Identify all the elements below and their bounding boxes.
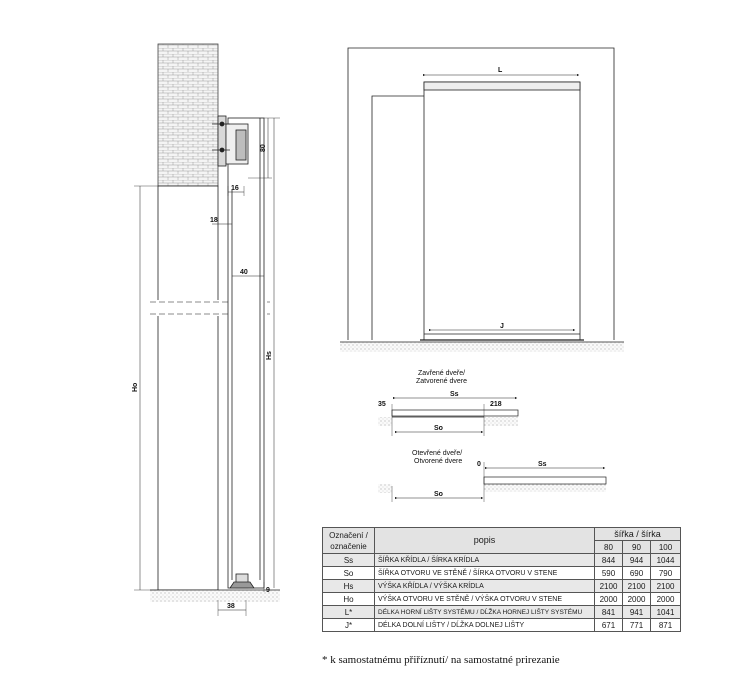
dim-J: J <box>500 323 504 330</box>
row-value: 590 <box>594 566 623 580</box>
row-code: Ss <box>322 553 375 567</box>
door-leaf-front <box>423 81 581 341</box>
open-door-plan <box>378 462 607 502</box>
row-value: 2100 <box>649 579 682 593</box>
header-popis: popis <box>374 527 595 554</box>
row-code: L* <box>322 605 375 619</box>
dim-38: 38 <box>227 603 235 610</box>
row-value: 771 <box>622 618 651 632</box>
row-desc: DÉLKA HORNÍ LIŠTY SYSTÉMU / DĹŽKA HORNEJ… <box>374 605 595 619</box>
row-value: 2000 <box>649 592 682 606</box>
dim-80: 80 <box>260 144 267 152</box>
closed-leaf <box>391 409 519 417</box>
wall-panel <box>157 185 219 591</box>
dim-Ho: Ho <box>132 383 139 392</box>
dim-218: 218 <box>490 401 502 408</box>
dim-Ss-open: Ss <box>538 461 547 468</box>
row-value: 690 <box>622 566 651 580</box>
row-value: 2100 <box>594 579 623 593</box>
header-size-80: 80 <box>594 540 623 554</box>
row-value: 1041 <box>649 605 682 619</box>
table-row: So ŠÍŘKA OTVORU VE STĚNĚ / ŠÍRKA OTVORU … <box>322 566 682 580</box>
row-desc: VÝŠKA KŘÍDLA / VÝŠKA KRÍDLA <box>374 579 595 593</box>
table-row: Ss ŠÍŘKA KŘÍDLA / ŠÍRKA KRÍDLA 844 944 1… <box>322 553 682 567</box>
header-sirka: šířka / šírka <box>593 527 682 541</box>
row-desc: DÉLKA DOLNÍ LIŠTY / DĹŽKA DOLNEJ LIŠTY <box>374 618 595 632</box>
header-code: Označení / označenie <box>322 527 375 554</box>
row-value: 844 <box>594 553 623 567</box>
open-leaf <box>483 476 607 485</box>
dim-So-closed: So <box>434 425 443 432</box>
row-desc: VÝŠKA OTVORU VE STĚNĚ / VÝŠKA OTVORU V S… <box>374 592 595 606</box>
row-desc: ŠÍŘKA KŘÍDLA / ŠÍRKA KRÍDLA <box>374 553 595 567</box>
row-value: 871 <box>649 618 682 632</box>
dim-L: L <box>498 67 503 74</box>
footnote: * k samostatnému přiříznutí/ na samostat… <box>322 654 560 666</box>
open-door-label-1: Otevřené dveře/ <box>412 450 462 457</box>
top-rail <box>423 81 581 91</box>
door-leaf-side <box>227 117 265 589</box>
dim-16: 16 <box>231 185 239 192</box>
dim-40: 40 <box>240 269 248 276</box>
row-value: 941 <box>622 605 651 619</box>
floor-side <box>150 590 280 602</box>
row-value: 2000 <box>594 592 623 606</box>
row-value: 2100 <box>622 579 651 593</box>
spec-table: Označení / označenie popis šířka / šírka… <box>322 527 682 632</box>
row-code: So <box>322 566 375 580</box>
table-row: L* DÉLKA HORNÍ LIŠTY SYSTÉMU / DĹŽKA HOR… <box>322 605 682 619</box>
closed-door-label-1: Zavřené dveře/ <box>418 370 465 377</box>
row-value: 944 <box>622 553 651 567</box>
header-size-90: 90 <box>622 540 651 554</box>
dim-0: 0 <box>477 461 481 468</box>
dim-35: 35 <box>378 401 386 408</box>
table-row: Hs VÝŠKA KŘÍDLA / VÝŠKA KRÍDLA 2100 2100… <box>322 579 682 593</box>
row-code: J* <box>322 618 375 632</box>
dim-Ss-closed: Ss <box>450 391 459 398</box>
dim-Hs: Hs <box>266 351 273 360</box>
dim-9: 9 <box>266 587 270 594</box>
row-value: 1044 <box>649 553 682 567</box>
row-code: Ho <box>322 592 375 606</box>
row-value: 671 <box>594 618 623 632</box>
brick-wall <box>157 43 219 187</box>
row-value: 790 <box>649 566 682 580</box>
row-code: Hs <box>322 579 375 593</box>
table-row: J* DÉLKA DOLNÍ LIŠTY / DĹŽKA DOLNEJ LIŠT… <box>322 618 682 632</box>
closed-door-label-2: Zatvorené dvere <box>416 378 467 385</box>
row-value: 2000 <box>622 592 651 606</box>
row-desc: ŠÍŘKA OTVORU VE STĚNĚ / ŠÍRKA OTVORU V S… <box>374 566 595 580</box>
front-view <box>340 47 624 352</box>
side-section-view <box>134 43 280 616</box>
closed-door-plan <box>378 396 519 436</box>
dim-18: 18 <box>210 217 218 224</box>
wall-outline <box>347 47 615 340</box>
floor-front <box>340 342 624 352</box>
open-door-label-2: Otvorené dvere <box>414 458 462 465</box>
dim-So-open: So <box>434 491 443 498</box>
table-row: Ho VÝŠKA OTVORU VE STĚNĚ / VÝŠKA OTVORU … <box>322 592 682 606</box>
header-size-100: 100 <box>649 540 682 554</box>
row-value: 841 <box>594 605 623 619</box>
